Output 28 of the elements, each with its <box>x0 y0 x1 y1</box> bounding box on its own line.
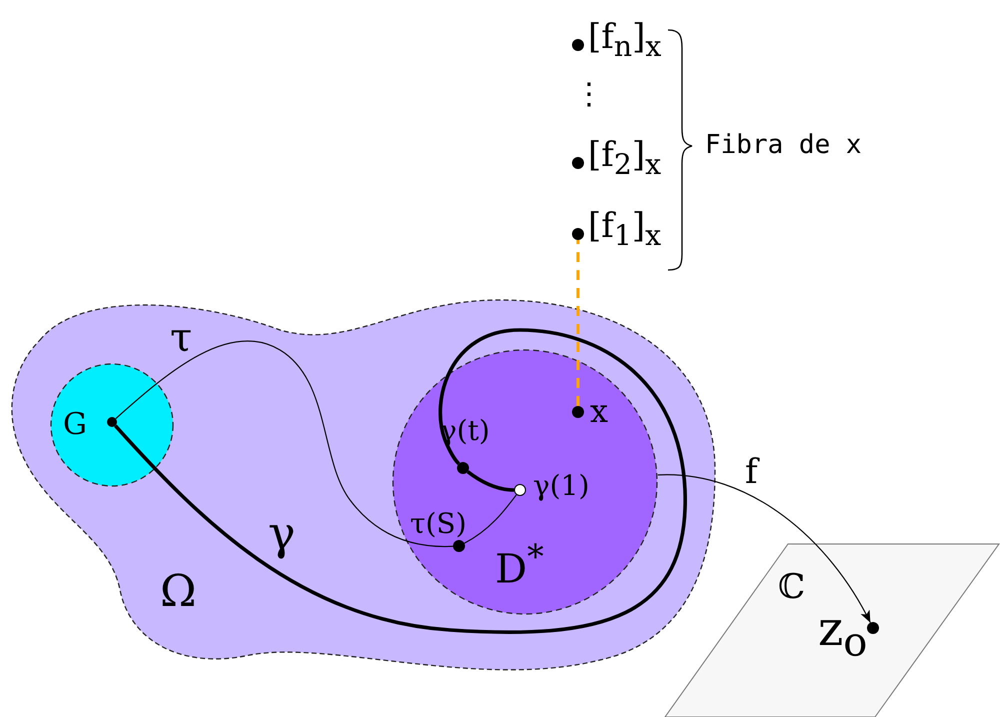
dashed-line <box>576 240 580 406</box>
point-label: x <box>590 395 608 427</box>
ellipsis-label: ⋮ <box>574 80 604 110</box>
point-label: [f$_{n}$]$_{x}$ <box>588 20 662 62</box>
point-label: γ(t) <box>440 417 490 445</box>
disk-label: G <box>63 410 87 440</box>
disk-label: D$^{*}$ <box>495 540 544 590</box>
edge-label: τ <box>170 318 192 358</box>
disk <box>50 363 174 487</box>
curve <box>466 470 514 492</box>
point-label: z$_{o}$ <box>818 605 868 663</box>
region-label: Ω <box>160 570 196 614</box>
point-label: γ(1) <box>533 472 590 500</box>
complex-plane <box>665 543 1000 717</box>
edge-label: f <box>745 455 758 489</box>
brace-label: Fibra de x <box>705 132 862 158</box>
point-dot <box>572 228 584 240</box>
plane-label: ℂ <box>778 570 806 604</box>
disk <box>392 349 658 615</box>
curve <box>115 340 454 548</box>
point-dot <box>572 157 584 169</box>
point-label: [f$_{2}$]$_{x}$ <box>588 138 662 180</box>
point-dot <box>572 39 584 51</box>
curve <box>114 328 687 634</box>
curve <box>464 494 517 544</box>
arrow <box>658 474 871 623</box>
point-label: τ(S) <box>410 510 467 538</box>
point-label: [f$_{1}$]$_{x}$ <box>588 209 662 250</box>
